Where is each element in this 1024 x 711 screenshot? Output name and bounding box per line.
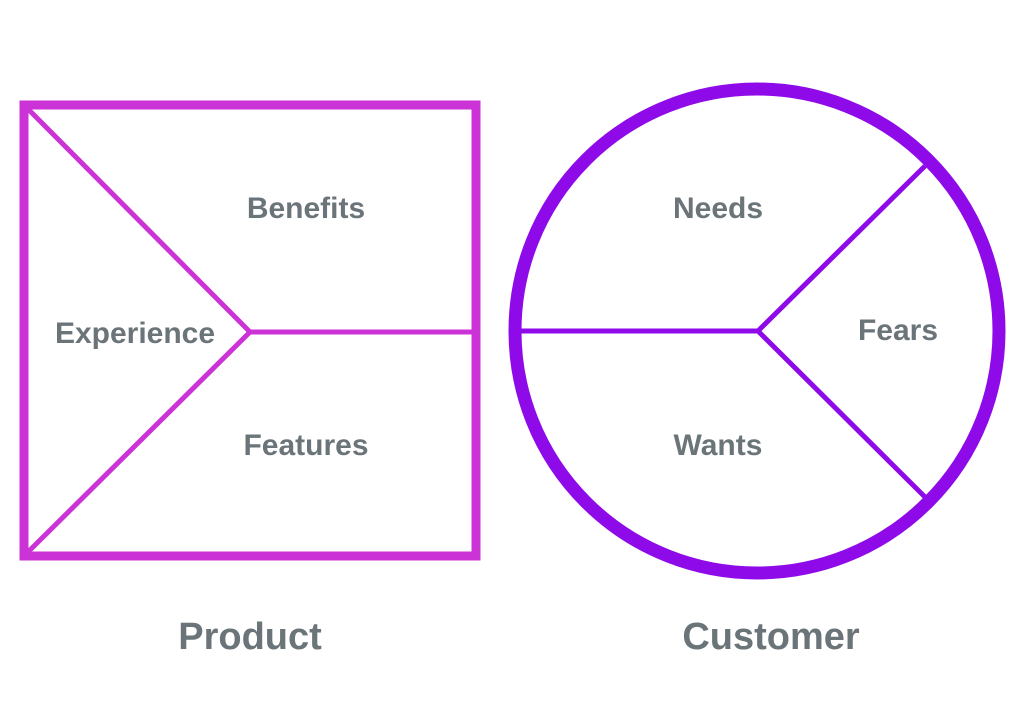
customer-divider-lower-right [756, 329, 927, 499]
product-diagram: Benefits Experience Features [19, 100, 481, 561]
product-square-outline [19, 100, 481, 561]
customer-diagram: Needs Fears Wants [508, 82, 1006, 580]
label-wants: Wants [674, 429, 763, 462]
customer-divider-upper-right [756, 164, 927, 333]
caption-customer: Customer [682, 616, 860, 658]
product-divider-top-diagonal [26, 107, 252, 334]
label-fears: Fears [858, 314, 938, 347]
label-features: Features [243, 429, 368, 462]
product-divider-bottom-diagonal [26, 330, 252, 554]
caption-product: Product [178, 616, 322, 658]
label-needs: Needs [673, 192, 763, 225]
label-experience: Experience [55, 317, 215, 350]
label-benefits: Benefits [247, 192, 365, 225]
customer-circle-outline [508, 82, 1006, 580]
